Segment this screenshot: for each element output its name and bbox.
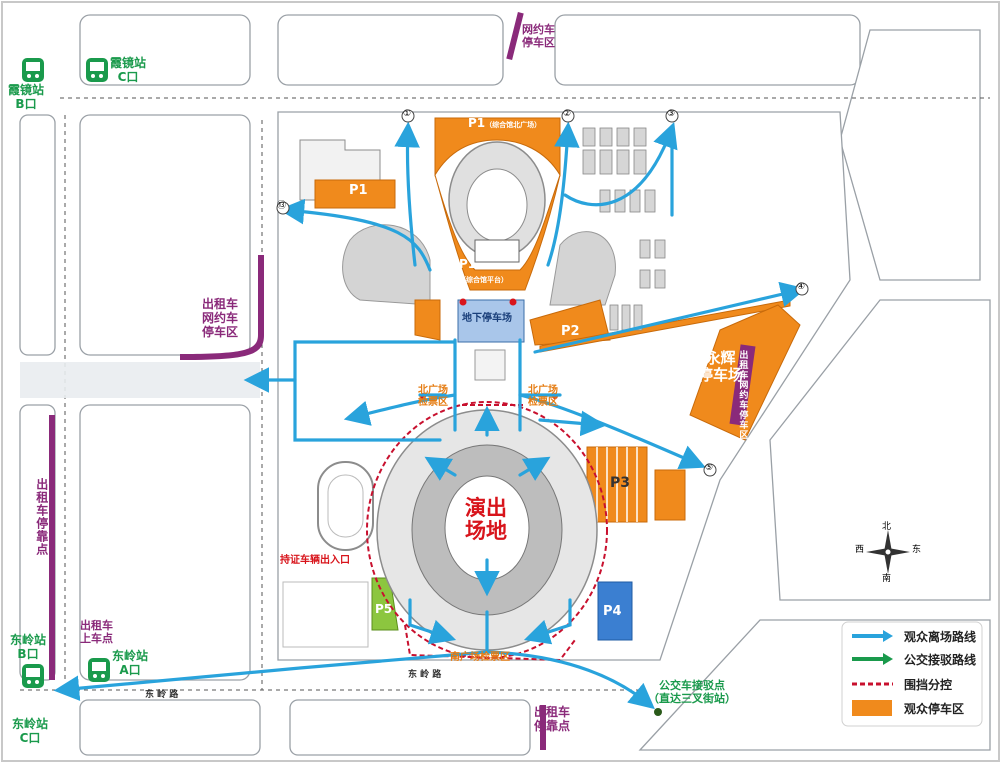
sports-field — [282, 581, 369, 648]
south-plaza: 南广场检票区 — [450, 652, 510, 663]
parking-p2 — [529, 299, 611, 346]
station-dongling-a: 东岭站 A口 — [112, 649, 149, 677]
exit-routes — [53, 121, 807, 710]
exit-5: ⑤ — [705, 463, 714, 473]
permit-entry-label: 持证车辆出入口 — [280, 555, 350, 566]
compass-w: 西 — [855, 545, 865, 555]
road-band — [20, 362, 260, 398]
p2-label: P2 — [561, 324, 580, 339]
p1-left-label: P1 — [349, 183, 368, 198]
legend-exit-route: 观众离场路线 — [904, 630, 977, 644]
parking-p4 — [597, 581, 633, 641]
p4-label: P4 — [603, 604, 622, 619]
underground-parking — [457, 299, 525, 343]
stage-label: 演出 场地 — [465, 496, 507, 544]
station-xiajing-c: 霞镜站 C口 — [110, 56, 147, 84]
road-dongling-right: 东 岭 路 — [408, 670, 442, 680]
taxi-bar-right — [729, 344, 756, 426]
taxi-bars — [49, 11, 546, 750]
east-hall — [549, 231, 616, 306]
p3-label: P3 — [610, 475, 631, 491]
yonghui-label: 永辉 停车场 — [698, 349, 744, 385]
station-dongling-b: 东岭站 B口 — [10, 633, 47, 661]
station-xiajing-b: 霞镜站 B口 — [8, 83, 45, 111]
exit-4: ④ — [797, 282, 806, 292]
underground-label: 地下停车场 — [462, 313, 512, 324]
west-hall — [342, 224, 431, 306]
exit-2: ② — [563, 109, 572, 119]
taxi-left-label: 出租车 网约车 停车区 — [202, 297, 239, 339]
legend-graphics — [841, 621, 983, 727]
legend-bus-route: 公交接驳路线 — [904, 653, 977, 667]
p5-label: P5 — [375, 602, 393, 616]
north-plaza-right: 北广场 检票区 — [528, 385, 558, 408]
road-dongling-left: 东 岭 路 — [145, 690, 179, 700]
p1-inner-label: P1（综合馆平台） — [459, 257, 508, 284]
station-dongling-c: 东岭站 C口 — [12, 717, 49, 745]
parking-p1-left — [314, 179, 396, 209]
exit-1: ① — [403, 109, 412, 119]
north-plaza-left: 北广场 检票区 — [418, 385, 448, 408]
taxi-left-vertical: 出租车停靠点 — [34, 478, 49, 556]
bus-transfer-label: 公交车接驳点 （直达三叉街站） — [648, 679, 736, 705]
taxi-pickup-label: 出租车 上车点 — [80, 619, 113, 645]
compass-e: 东 — [912, 545, 922, 555]
exit-circles — [276, 109, 809, 477]
exit-3: ③ — [667, 109, 676, 119]
city-blocks — [19, 14, 991, 756]
taxi-top-label: 网约车 停车区 — [522, 23, 555, 49]
metro-icons — [22, 58, 110, 688]
p1-main-label: P1（综合馆北广场） — [468, 116, 542, 130]
compass-n: 北 — [882, 522, 892, 532]
stall-blocks — [582, 127, 666, 331]
compass — [866, 530, 910, 574]
legend-parking: 观众停车区 — [904, 702, 965, 716]
bus-stop-dot — [654, 708, 662, 716]
taxi-bottom-label: 出租车 停靠点 — [534, 705, 571, 733]
legend-fence: 围挡分控 — [904, 678, 953, 692]
compass-s: 南 — [882, 574, 892, 584]
parking-p1-main — [434, 117, 561, 177]
exit-13: ⑬ — [277, 201, 287, 211]
taxi-right-vertical: 出租车网约车停车区 — [737, 350, 748, 440]
